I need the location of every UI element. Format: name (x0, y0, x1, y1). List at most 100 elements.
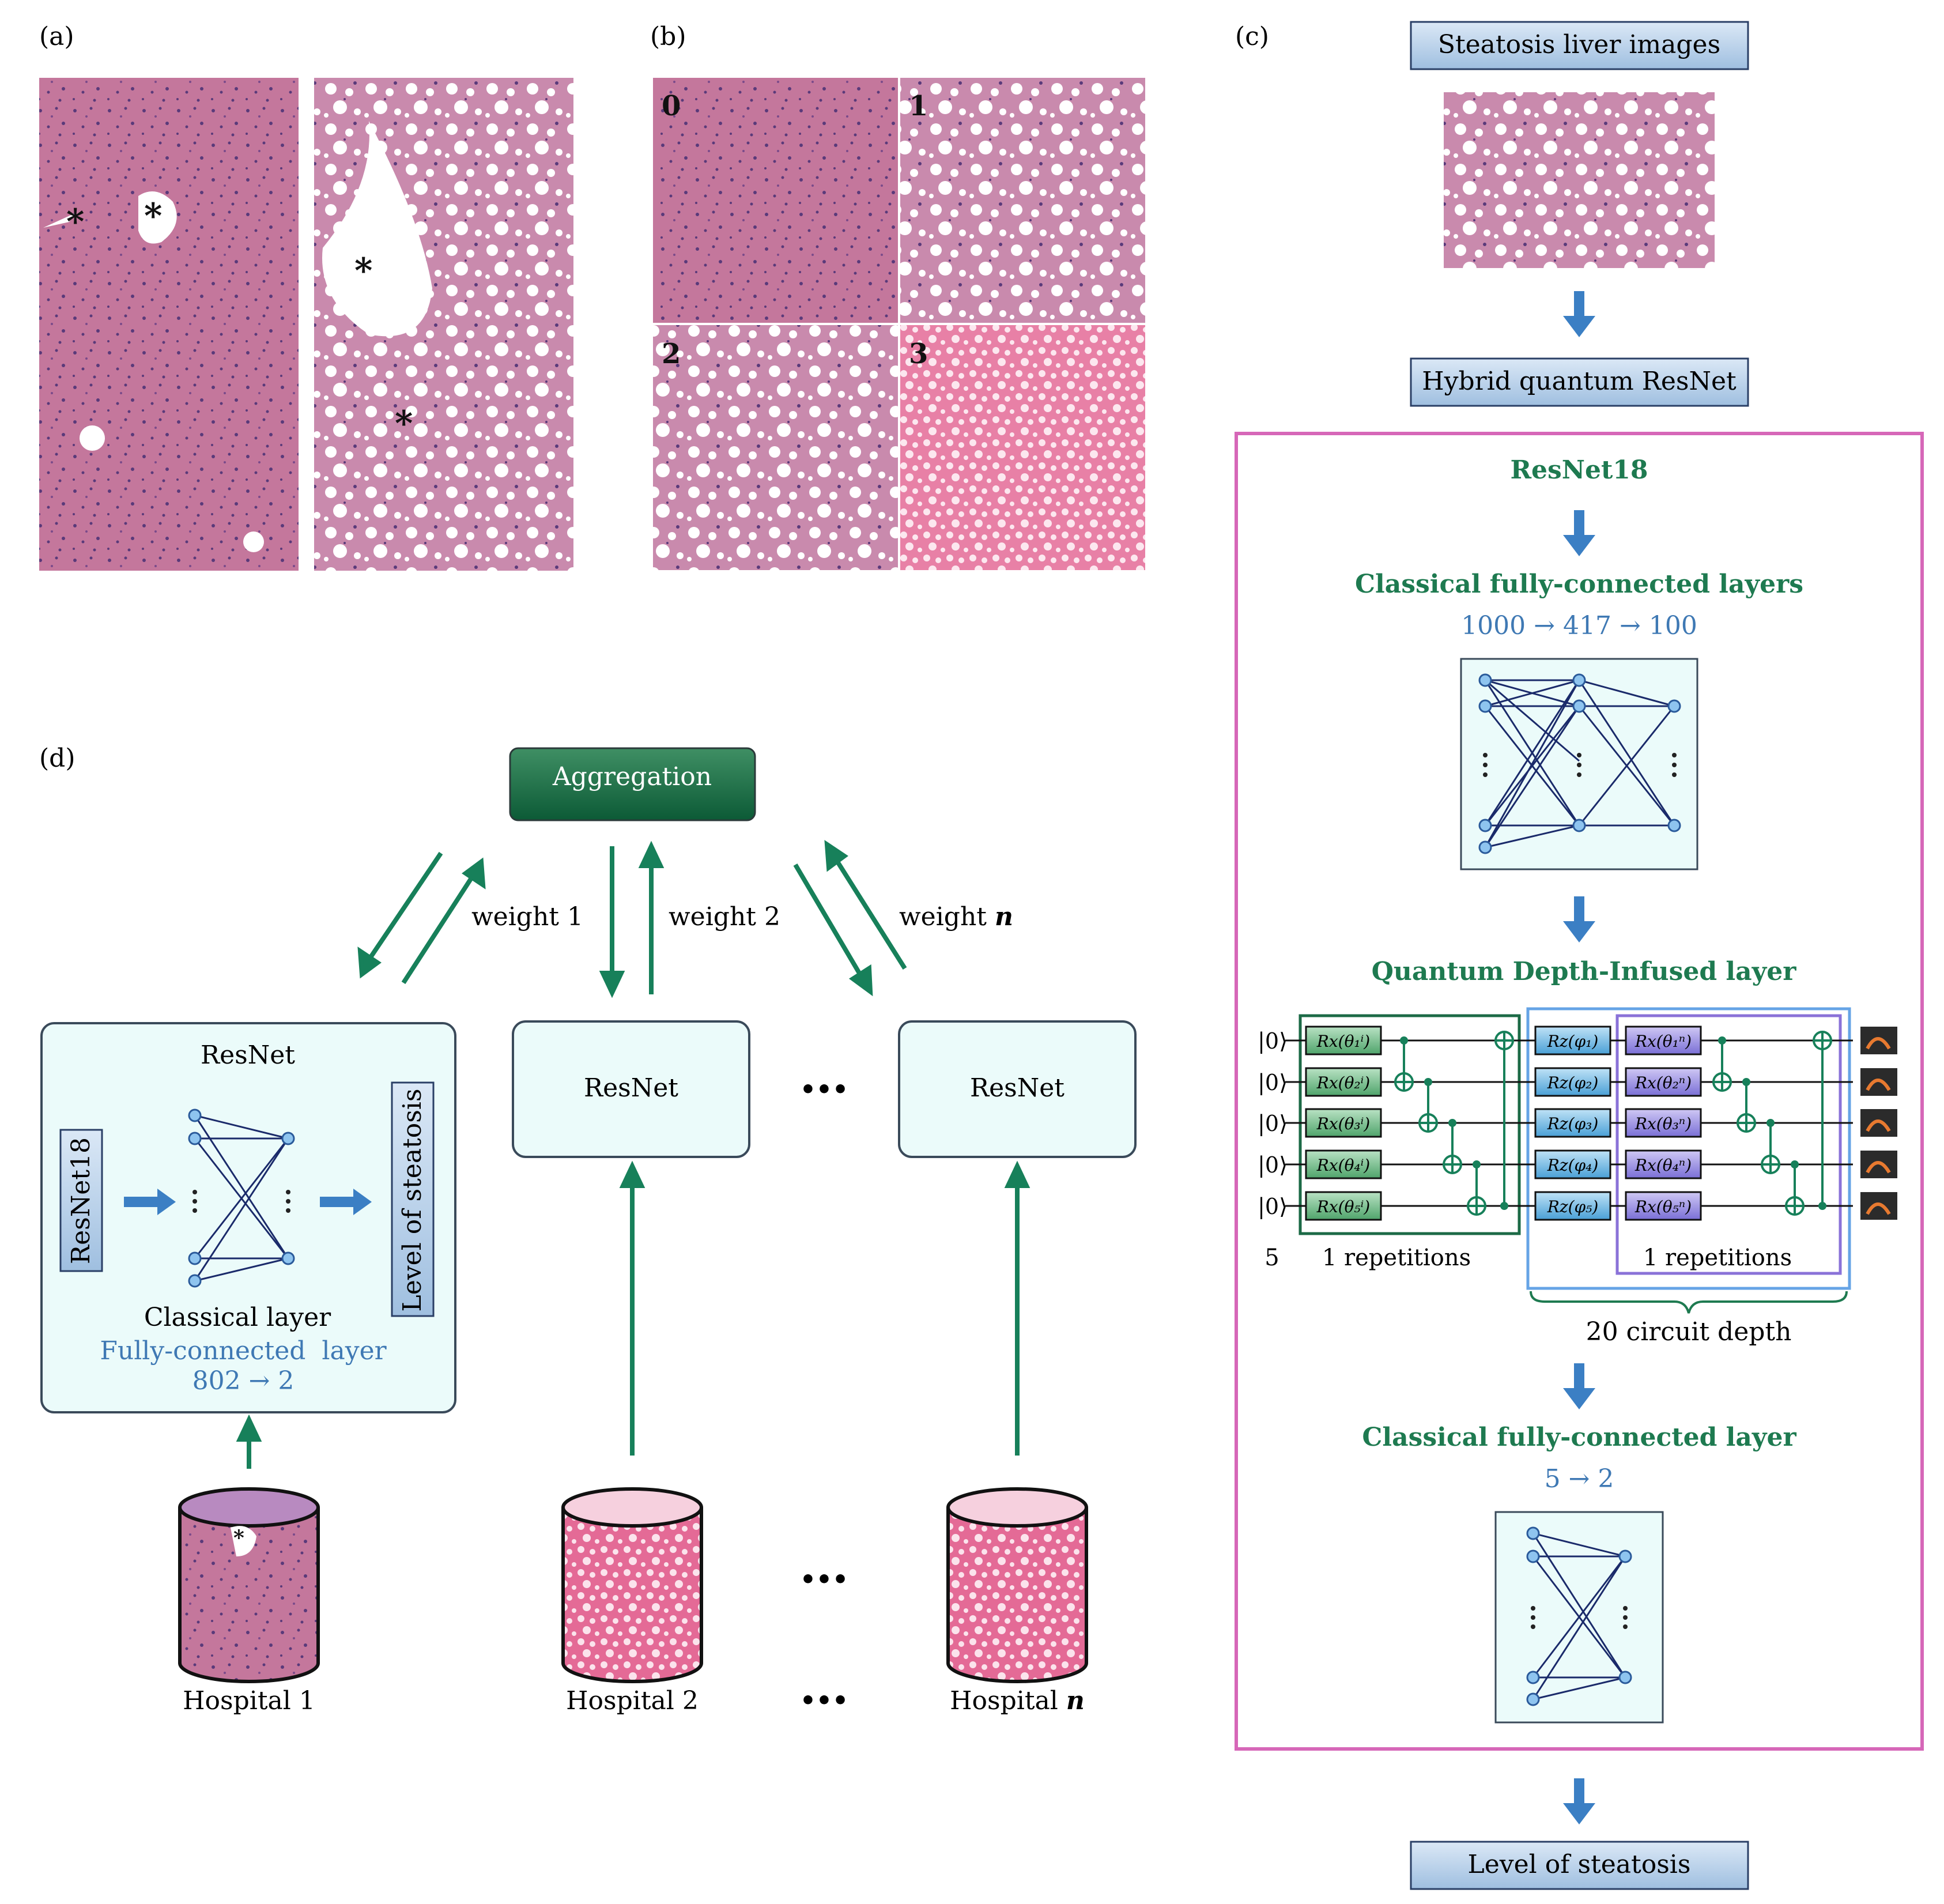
cnot-gate-control (1766, 1119, 1775, 1127)
rx-variational-gate-label: Rx(θ₂ⁿ) (1635, 1073, 1692, 1092)
rz-gate (1534, 1149, 1611, 1179)
rx-encoding-gate-label: Rx(θ₅ⁱ) (1316, 1197, 1370, 1216)
resnet18-title: ResNet18 (1510, 455, 1648, 485)
ket-zero-label: |0⟩ (1258, 1111, 1288, 1136)
rz-gate (1534, 1108, 1611, 1138)
network-edges (1532, 1532, 1626, 1701)
rx-encoding-gate-label: Rx(θ₁ⁱ) (1316, 1032, 1370, 1051)
rx-variational-gate-label: Rx(θ₅ⁿ) (1635, 1197, 1692, 1216)
hospital-2-label: Hospital 2 (566, 1686, 699, 1716)
client-model-title-n: ResNet (970, 1073, 1065, 1103)
client-model-box-n (898, 1020, 1137, 1158)
aggregation-server (509, 747, 756, 821)
aggregation-label: Aggregation (552, 762, 712, 791)
asterisk-marker: * (66, 202, 84, 242)
hospitals-ellipsis: ••• (800, 1565, 848, 1594)
hospital-n-label: Hospital n (950, 1686, 1085, 1716)
fc-layer-title: Classical fully-connected layer (1362, 1423, 1796, 1452)
blue-arrow (124, 1189, 176, 1215)
down-arrow (1563, 896, 1595, 942)
grade-label-0: 0 (662, 90, 681, 122)
grade-3-image (900, 325, 1145, 570)
federated-panel-d: Aggregation weight 1 weight 2 weight n R… (40, 747, 1137, 1716)
ket-zero-label: |0⟩ (1258, 1028, 1288, 1054)
steatosis-output-label: Level of steatosis (398, 1089, 427, 1312)
hospital1-to-aggregation-arrow (401, 874, 475, 985)
rz-gate (1534, 1025, 1611, 1055)
asterisk-marker: * (144, 196, 162, 236)
weight-2-label: weight 2 (669, 902, 780, 932)
rx-encoding-gate (1305, 1108, 1382, 1138)
circuit-depth-label: 20 circuit depth (1586, 1317, 1792, 1347)
rx-variational-gate-label: Rx(θ₄ⁿ) (1635, 1156, 1692, 1175)
input-label: Steatosis liver images (1438, 30, 1720, 59)
output-network-diagram (1494, 1511, 1664, 1724)
fc-network-diagram (1460, 658, 1698, 870)
network-nodes (1478, 673, 1681, 854)
client-model-box-2 (512, 1020, 750, 1158)
grade-0-image (653, 78, 898, 323)
rx-encoding-gate-label: Rx(θ₂ⁱ) (1316, 1073, 1370, 1092)
rz-gate-label: Rz(φ₂) (1547, 1073, 1599, 1092)
aggregation-to-hospital1-arrow (367, 851, 443, 962)
rx-variational-gate-label: Rx(θ₁ⁿ) (1635, 1032, 1692, 1051)
cnot-gate-control (1448, 1119, 1456, 1127)
rz-gate-label: Rz(φ₁) (1547, 1032, 1599, 1051)
network-edges (1484, 679, 1675, 849)
grade-2-image (653, 325, 898, 570)
meter-arc (1866, 1079, 1891, 1091)
meter-arc (1866, 1037, 1891, 1050)
panel-label-a: (a) (39, 22, 74, 51)
hybrid-model-label: Hybrid quantum ResNet (1422, 367, 1737, 396)
aggregation-to-hospitaln-arrow (793, 863, 864, 979)
grade-1-image (900, 78, 1145, 323)
grade-label-1: 1 (909, 90, 928, 122)
histology-image-steatotic (314, 78, 573, 571)
rz-gate-label: Rz(φ₃) (1547, 1114, 1599, 1133)
arrow-head (357, 947, 382, 979)
resnet18-block-label: ResNet18 (66, 1137, 96, 1264)
down-arrow (1563, 291, 1595, 337)
classical-layer-label: Classical layer (144, 1303, 331, 1332)
rx-variational-gate (1625, 1108, 1702, 1138)
repetition-block-frame (1615, 1014, 1842, 1275)
panel-label-d: (d) (39, 744, 76, 773)
fat-droplet (243, 531, 264, 552)
fat-droplet (80, 425, 105, 451)
rx-variational-gate (1625, 1025, 1702, 1055)
rx-encoding-gate (1305, 1149, 1382, 1179)
panel-label-b: (b) (650, 22, 686, 51)
arrow-head (824, 840, 848, 872)
rz-gate-label: Rz(φ₅) (1547, 1197, 1599, 1216)
fully-connected-label: Fully-connected layer (100, 1336, 387, 1366)
cnot-gate-control (1473, 1160, 1481, 1168)
hospitaln-to-aggregation-arrow (833, 857, 907, 970)
cnot-gate-control (1818, 1202, 1826, 1210)
resnet18-block (59, 1129, 103, 1272)
cnot-gate-control (1791, 1160, 1799, 1168)
clients-ellipsis: ••• (800, 1075, 848, 1104)
rx-encoding-gate (1305, 1025, 1382, 1055)
ket-zero-label: |0⟩ (1258, 1152, 1288, 1178)
rx-variational-gate (1625, 1191, 1702, 1221)
depth-block-frame (1526, 1007, 1851, 1290)
pipeline-panel-c: Steatosis liver images Hybrid quantum Re… (1235, 21, 1924, 1890)
meter-arc (1866, 1161, 1891, 1174)
ket-zero-label: |0⟩ (1258, 1070, 1288, 1095)
panel-label-c: (c) (1235, 22, 1269, 51)
input-box (1410, 21, 1749, 70)
rz-gate (1534, 1067, 1611, 1097)
rx-variational-gate (1625, 1067, 1702, 1097)
model-detail-frame (1235, 432, 1924, 1751)
rx-encoding-gate (1305, 1067, 1382, 1097)
weight-1-label: weight 1 (471, 902, 583, 932)
client-model-box-1 (40, 1022, 456, 1413)
weight-exchange-arrows (357, 840, 907, 998)
down-arrow (1563, 1778, 1595, 1824)
down-arrow (1563, 1363, 1595, 1409)
ellipsis-dots (1483, 753, 1677, 777)
client-model-title-1: ResNet (201, 1040, 295, 1070)
data-to-model-arrows (236, 1160, 1030, 1469)
arrow-head (462, 857, 486, 889)
